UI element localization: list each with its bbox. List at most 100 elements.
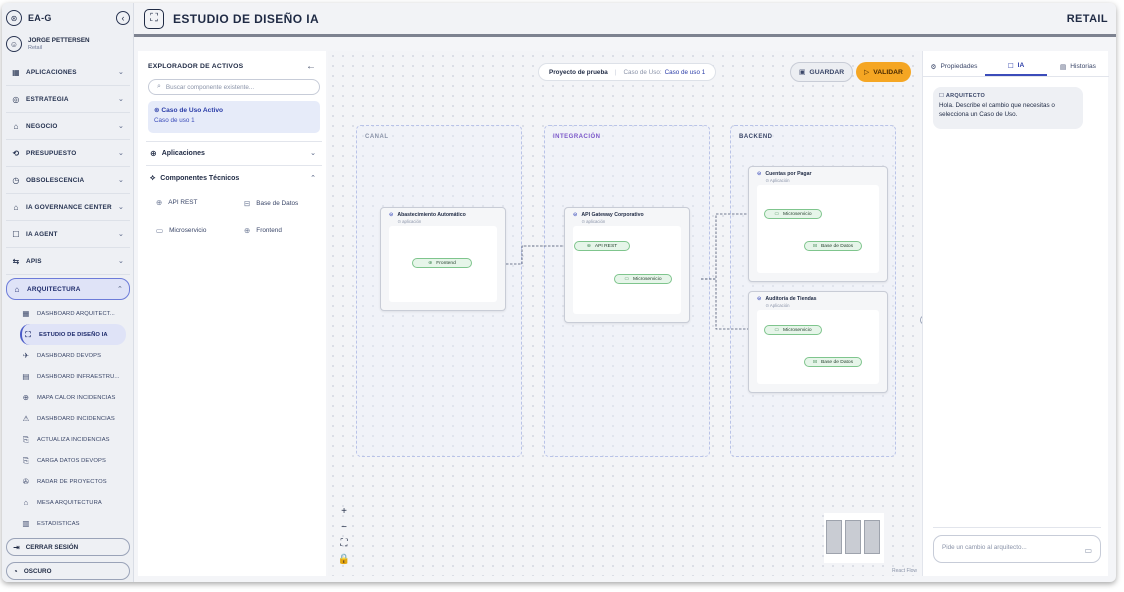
chevron-down-icon: ⌄ [118, 177, 125, 184]
avatar-icon: ☺ [6, 36, 22, 52]
server-icon: ▭ [156, 226, 164, 235]
logout-button[interactable]: ⇥CERRAR SESIÓN [6, 538, 130, 556]
collapse-sidebar-button[interactable]: ‹ [116, 11, 130, 25]
node-auditoria-tiendas[interactable]: ⊙Auditoría de Tiendas⊙ Aplicación [748, 291, 888, 393]
nav-item-ia-agent[interactable]: ☐IA AGENT⌄ [6, 221, 130, 248]
save-button[interactable]: ▣GUARDAR [790, 62, 854, 82]
tab-propiedades[interactable]: ⚙Propiedades [930, 63, 978, 71]
nav-item-apis[interactable]: ⇆APIS⌄ [6, 248, 130, 275]
send-icon[interactable]: ▭ [1084, 546, 1092, 555]
chip-microservicio[interactable]: ▭Microservicio [764, 209, 822, 219]
database-icon: ⊟ [244, 199, 251, 208]
node-abastecimiento[interactable]: ⊙Abastecimiento Automático⊙ aplicación [380, 207, 506, 311]
sidebar: ⊛ EA-G ‹ ☺ JORGE PETTERSEN Retail ▦APLIC… [2, 3, 134, 582]
document-icon: ▤ [1060, 63, 1067, 71]
chip-microservicio[interactable]: ▭Microservicio [764, 325, 822, 335]
subnav-item-dashboard-arquitectura[interactable]: ▦DASHBOARD ARQUITECT... [20, 303, 130, 324]
node-api-gateway[interactable]: ⊙API Gateway Corporativo⊙ aplicación [564, 207, 690, 323]
zoom-out-button[interactable]: − [341, 521, 347, 533]
business-unit-label: RETAIL [1066, 12, 1108, 25]
subnav-item-mesa-arquitectura[interactable]: ⌂MESA ARQUITECTURA [20, 492, 130, 513]
chip-frontend[interactable]: ⊕Frontend [412, 258, 472, 268]
server-icon: ▭ [774, 212, 780, 217]
nav-item-estrategia[interactable]: ◎ESTRATEGIA⌄ [6, 86, 130, 113]
node-subtitle: ⊙ aplicación [581, 219, 606, 224]
subnav-item-dashboard-infraestructura[interactable]: ▤DASHBOARD INFRAESTRU... [20, 366, 130, 387]
design-studio-icon: ⛶ [144, 8, 164, 29]
chat-input[interactable]: Pide un cambio al arquitecto... ▭ [933, 535, 1101, 563]
lane-title: INTEGRACIÓN [553, 134, 601, 140]
chevron-up-icon: ⌃ [310, 175, 316, 182]
asset-explorer: EXPLORADOR DE ACTIVOS ← ⌕Buscar componen… [138, 51, 326, 576]
component-search-input[interactable]: ⌕Buscar componente existente... [148, 79, 320, 95]
chevron-down-icon: ⌄ [118, 69, 125, 76]
subnav-item-dashboard-devops[interactable]: ✈DASHBOARD DEVOPS [20, 345, 130, 366]
warning-icon: ⚠ [22, 414, 30, 423]
subnav-item-actualiza-incidencias[interactable]: ⎘ACTUALIZA INCIDENCIAS [20, 429, 130, 450]
chevron-down-icon: ⌄ [118, 231, 125, 238]
node-title: API Gateway Corporativo [581, 212, 644, 218]
component-api-rest[interactable]: ⊕API REST [156, 198, 198, 207]
globe-icon: ⊕ [156, 198, 163, 207]
subnav-item-mapa-calor[interactable]: ⊕MAPA CALOR INCIDENCIAS [20, 387, 130, 408]
globe-icon: ⊕ [150, 148, 157, 158]
tab-historias[interactable]: ▤Historias [1060, 63, 1096, 71]
node-subtitle: ⊙ Aplicación [765, 303, 790, 308]
subnav-item-carga-datos-devops[interactable]: ⎘CARGA DATOS DEVOPS [20, 450, 130, 471]
lock-button[interactable]: 🔒 [337, 553, 351, 565]
component-microservicio[interactable]: ▭Microservicio [156, 226, 207, 235]
heatmap-icon: ⊕ [22, 393, 30, 402]
nav-item-obsolescencia[interactable]: ◷OBSOLESCENCIA⌄ [6, 167, 130, 194]
back-arrow-icon[interactable]: ← [306, 61, 316, 72]
chip-microservicio[interactable]: ▭Microservicio [614, 274, 672, 284]
tab-ia[interactable]: ☐IA [985, 57, 1047, 76]
chip-base-datos[interactable]: ⊟Base de Datos [804, 357, 862, 367]
subnav-item-estadisticas[interactable]: ▥ESTADISTICAS [20, 513, 130, 534]
right-panel: ⚙Propiedades ☐IA ▤Historias ☐ ARQUITECTO… [922, 51, 1109, 576]
message-author: ☐ ARQUITECTO [939, 93, 986, 99]
server-icon: ▭ [774, 328, 780, 333]
section-componentes-tecnicos[interactable]: ⟡Componentes Técnicos⌃ [150, 173, 316, 182]
nav-item-ia-governance[interactable]: ⌂IA GOVERNANCE CENTER⌄ [6, 194, 130, 221]
subnav-item-estudio-diseno-ia[interactable]: ⛶ESTUDIO DE DISEÑO IA [20, 324, 126, 345]
react-flow-attribution[interactable]: React Flow [892, 568, 918, 574]
table-icon: ⌂ [23, 498, 29, 507]
chip-base-datos[interactable]: ⊟Base de Datos [804, 241, 862, 251]
zoom-in-button[interactable]: + [341, 505, 347, 517]
component-frontend[interactable]: ⊕Frontend [244, 226, 282, 235]
chevron-down-icon: ⌄ [118, 150, 125, 157]
server-icon: ▤ [22, 372, 30, 381]
dashboard-icon: ▦ [22, 309, 30, 318]
section-aplicaciones[interactable]: ⊕Aplicaciones⌄ [150, 148, 316, 158]
theme-toggle-button[interactable]: ◔OSCURO [6, 562, 130, 580]
api-icon: ⇆ [12, 256, 20, 266]
subnav-item-dashboard-incidencias[interactable]: ⚠DASHBOARD INCIDENCIAS [20, 408, 130, 429]
nav-item-negocio[interactable]: ⌂NEGOCIO⌄ [6, 113, 130, 140]
app-icon: ⊙ [757, 296, 762, 302]
usecase-value: Caso de uso 1 [154, 117, 195, 124]
nav-item-aplicaciones[interactable]: ▦APLICACIONES⌄ [6, 59, 130, 86]
active-usecase-card[interactable]: ⊛ Caso de Uso Activo Caso de uso 1 [148, 101, 320, 133]
node-cuentas-por-pagar[interactable]: ⊙Cuentas por Pagar⊙ Aplicación [748, 166, 888, 282]
clock-icon: ◷ [12, 175, 20, 185]
validate-button[interactable]: ▷VALIDAR [856, 62, 911, 82]
page-header: ⛶ ESTUDIO DE DISEÑO IA RETAIL [134, 3, 1116, 37]
node-title: Abastecimiento Automático [397, 212, 466, 218]
user-profile[interactable]: ☺ JORGE PETTERSEN Retail [6, 33, 130, 55]
bank-icon: ⌂ [13, 202, 19, 212]
nav-item-presupuesto[interactable]: ⟲PRESUPUESTO⌄ [6, 140, 130, 167]
save-icon: ▣ [799, 69, 806, 76]
components-icon: ⟡ [150, 173, 156, 182]
subnav-item-radar-proyectos[interactable]: ✇RADAR DE PROYECTOS [20, 471, 130, 492]
moon-icon: ◔ [13, 566, 18, 576]
fit-view-button[interactable]: ⛶ [340, 537, 348, 549]
page-title: ESTUDIO DE DISEÑO IA [173, 11, 320, 26]
lane-title: BACKEND [739, 134, 773, 140]
user-name: JORGE PETTERSEN [28, 37, 90, 44]
columns-icon: ⌂ [14, 284, 20, 294]
nav-item-arquitectura[interactable]: ⌂ARQUITECTURA⌃ [6, 278, 130, 300]
component-base-datos[interactable]: ⊟Base de Datos [244, 199, 299, 208]
flow-canvas[interactable]: Proyecto de prueba | Caso de Uso: Caso d… [328, 51, 930, 576]
minimap[interactable] [824, 513, 884, 563]
chip-api-rest[interactable]: ⊕API REST [574, 241, 630, 251]
